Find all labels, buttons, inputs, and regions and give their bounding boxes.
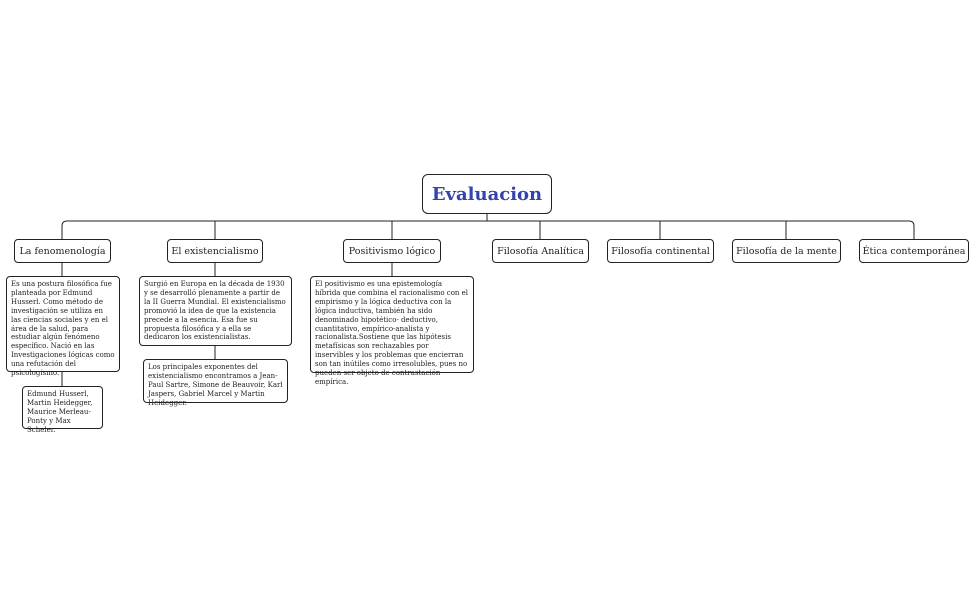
topic-fenomenologia[interactable]: La fenomenología — [14, 239, 111, 263]
note-positivismo-definition[interactable]: El positivismo es una epistemología híbr… — [310, 276, 474, 386]
note-existencialismo-authors[interactable]: Los principales exponentes del existenci… — [143, 359, 288, 407]
connector-topic-1 — [61, 220, 68, 239]
connector-topic-7 — [908, 220, 915, 239]
topic-filosofia-analitica[interactable]: Filosofía Analítica — [492, 239, 589, 263]
topic-filosofia-de-la-mente[interactable]: Filosofía de la mente — [732, 239, 841, 263]
topic-existencialismo[interactable]: El existencialismo — [167, 239, 263, 263]
topic-filosofia-continental[interactable]: Filosofía continental — [607, 239, 714, 263]
note-fenomenologia-authors[interactable]: Edmund Husserl, Martin Heidegger, Mauric… — [22, 386, 103, 434]
note-fenomenologia-definition[interactable]: Es una postura filosófica fue planteada … — [6, 276, 120, 377]
topic-positivismo-logico[interactable]: Positivismo lógico — [343, 239, 441, 263]
central-topic[interactable]: Evaluacion — [422, 174, 552, 214]
note-existencialismo-origin[interactable]: Surgió en Europa en la década de 1930 y … — [139, 276, 292, 346]
topic-etica-contemporanea[interactable]: Ética contemporánea — [859, 239, 969, 263]
